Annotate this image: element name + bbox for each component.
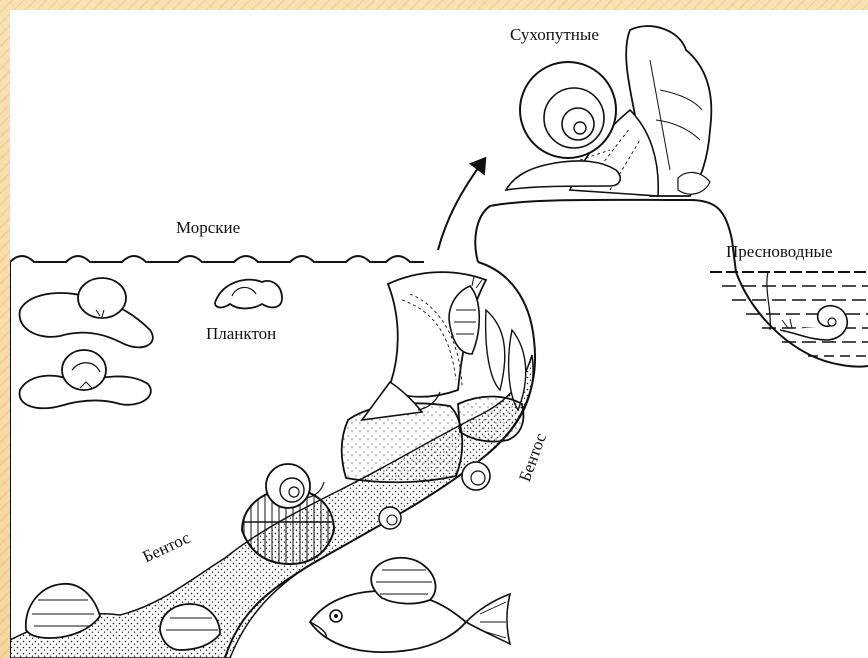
- sea-surface: [10, 256, 424, 262]
- fish-with-snail: [310, 558, 510, 652]
- diagram-panel: Сухопутные Морские Пресноводные Планктон…: [10, 10, 868, 658]
- freshwater-pond: [710, 272, 868, 367]
- plankton-organisms: [20, 278, 282, 408]
- ecology-diagram: [10, 10, 868, 658]
- label-freshwater: Пресноводные: [726, 243, 833, 260]
- label-marine: Морские: [176, 219, 240, 236]
- transition-arrow: [438, 160, 484, 250]
- land-snail-group: [506, 26, 711, 196]
- label-plankton: Планктон: [206, 325, 276, 342]
- label-land: Сухопутные: [510, 26, 599, 43]
